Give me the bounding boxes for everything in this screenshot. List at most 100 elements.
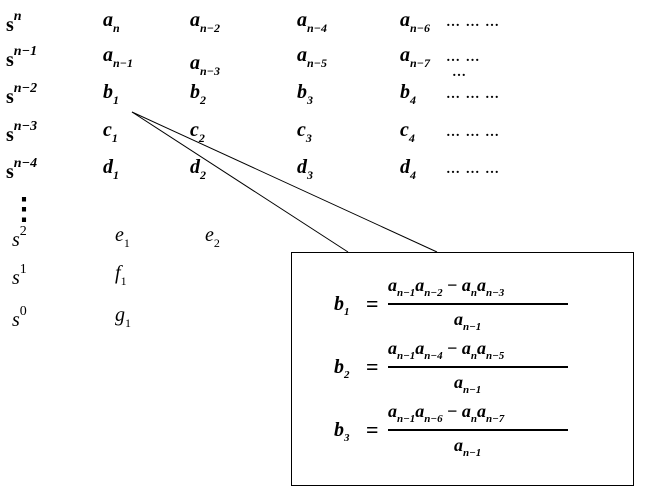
array-cell: d3: [297, 157, 313, 181]
lhs-symbol: b: [334, 419, 344, 441]
formula-denominator: an−1: [454, 435, 481, 459]
formula-lhs: b3: [334, 419, 350, 444]
cell-symbol: g: [115, 304, 125, 326]
array-cell: e2: [205, 225, 220, 249]
array-cell: d2: [190, 157, 206, 181]
equals-sign: =: [366, 291, 379, 316]
cell-symbol: a: [190, 9, 200, 31]
lhs-subscript: 2: [344, 369, 350, 381]
cell-subscript: 2: [200, 168, 206, 182]
term-symbol: a: [415, 275, 425, 295]
cell-symbol: b: [190, 81, 200, 103]
power-exponent: n−1: [13, 44, 38, 59]
fraction-bar: [388, 429, 568, 431]
term-symbol: a: [461, 401, 471, 421]
cell-symbol: a: [400, 44, 410, 66]
array-cell: an−7: [400, 45, 430, 69]
power-exponent: 1: [19, 262, 27, 277]
term-symbol: a: [388, 275, 397, 295]
formula-numerator: an−1an−2 − anan−3: [388, 275, 504, 299]
term-symbol: a: [388, 338, 397, 358]
row-label-5: s2: [12, 225, 27, 251]
term-subscript: n−2: [424, 287, 443, 299]
array-cell: an: [103, 10, 120, 34]
cell-symbol: d: [400, 156, 410, 178]
row-ellipsis: … …: [446, 50, 481, 65]
row-label-2: sn−2: [6, 81, 38, 108]
array-cell: b3: [297, 82, 313, 106]
cell-subscript: n−7: [410, 56, 430, 70]
lhs-symbol: b: [334, 356, 344, 378]
cell-subscript: 1: [113, 168, 119, 182]
vertical-dots: ⋮: [9, 193, 39, 226]
array-cell: d1: [103, 157, 119, 181]
cell-subscript: 3: [305, 131, 312, 145]
power-exponent: n: [13, 9, 22, 24]
cell-symbol: a: [297, 44, 307, 66]
array-cell: e1: [115, 225, 130, 249]
term-subscript: n−1: [397, 287, 416, 299]
cell-subscript: n−6: [410, 21, 430, 35]
row-label-0: sn: [6, 9, 22, 36]
term-symbol: a: [461, 338, 471, 358]
term-symbol: a: [476, 275, 486, 295]
callout-line-left: [131, 111, 349, 253]
cell-subscript: 1: [120, 274, 127, 288]
power-base: s: [6, 124, 14, 146]
array-cell: b2: [190, 82, 206, 106]
cell-symbol: b: [297, 81, 307, 103]
formula-denominator: an−1: [454, 372, 481, 396]
array-cell: b4: [400, 82, 416, 106]
term-subscript: n−3: [485, 287, 505, 299]
power-base: s: [12, 267, 20, 289]
cell-subscript: 4: [408, 131, 415, 145]
row-ellipsis: … … …: [446, 125, 500, 140]
row-label-6: s1: [12, 262, 27, 289]
cell-symbol: c: [190, 119, 199, 141]
cell-symbol: f: [115, 262, 121, 284]
power-base: s: [6, 14, 14, 36]
equals-sign: =: [366, 354, 379, 379]
term-subscript: n: [470, 413, 477, 425]
cell-symbol: d: [103, 156, 113, 178]
cell-symbol: d: [297, 156, 307, 178]
row-label-4: sn−4: [6, 157, 37, 183]
term-symbol: a: [476, 338, 486, 358]
operator: −: [442, 338, 462, 358]
term-symbol: a: [461, 275, 471, 295]
lhs-subscript: 3: [344, 432, 350, 444]
array-cell: c1: [103, 120, 118, 144]
term-subscript: n−1: [397, 413, 416, 425]
cell-symbol: e: [115, 224, 124, 246]
cell-subscript: n−4: [307, 21, 327, 35]
cell-symbol: a: [103, 9, 113, 31]
fraction-bar: [388, 366, 568, 368]
lhs-subscript: 1: [344, 306, 350, 318]
equals-sign: =: [366, 417, 379, 442]
cell-symbol: d: [190, 156, 200, 178]
power-exponent: n−2: [13, 81, 38, 96]
cell-symbol: a: [103, 44, 113, 66]
cell-subscript: 4: [410, 93, 416, 107]
cell-symbol: a: [400, 9, 410, 31]
cell-subscript: 1: [123, 236, 130, 250]
row-label-3: sn−3: [6, 120, 37, 146]
term-symbol: a: [454, 372, 463, 392]
cell-subscript: 2: [198, 131, 205, 145]
operator: −: [442, 275, 462, 295]
cell-subscript: 1: [111, 131, 118, 145]
power-base: s: [12, 229, 20, 251]
array-cell: an−1: [103, 45, 133, 69]
row-label-1: sn−1: [6, 44, 38, 71]
term-subscript: n−4: [424, 350, 443, 362]
term-subscript: n−7: [485, 413, 505, 425]
power-exponent: 0: [19, 304, 27, 319]
power-base: s: [6, 161, 14, 183]
row-ellipsis-second: …: [452, 65, 467, 80]
term-symbol: a: [454, 435, 463, 455]
formula-numerator: an−1an−4 − anan−5: [388, 338, 504, 362]
cell-subscript: 3: [307, 168, 313, 182]
array-cell: f1: [115, 263, 127, 287]
cell-subscript: n−1: [113, 56, 133, 70]
